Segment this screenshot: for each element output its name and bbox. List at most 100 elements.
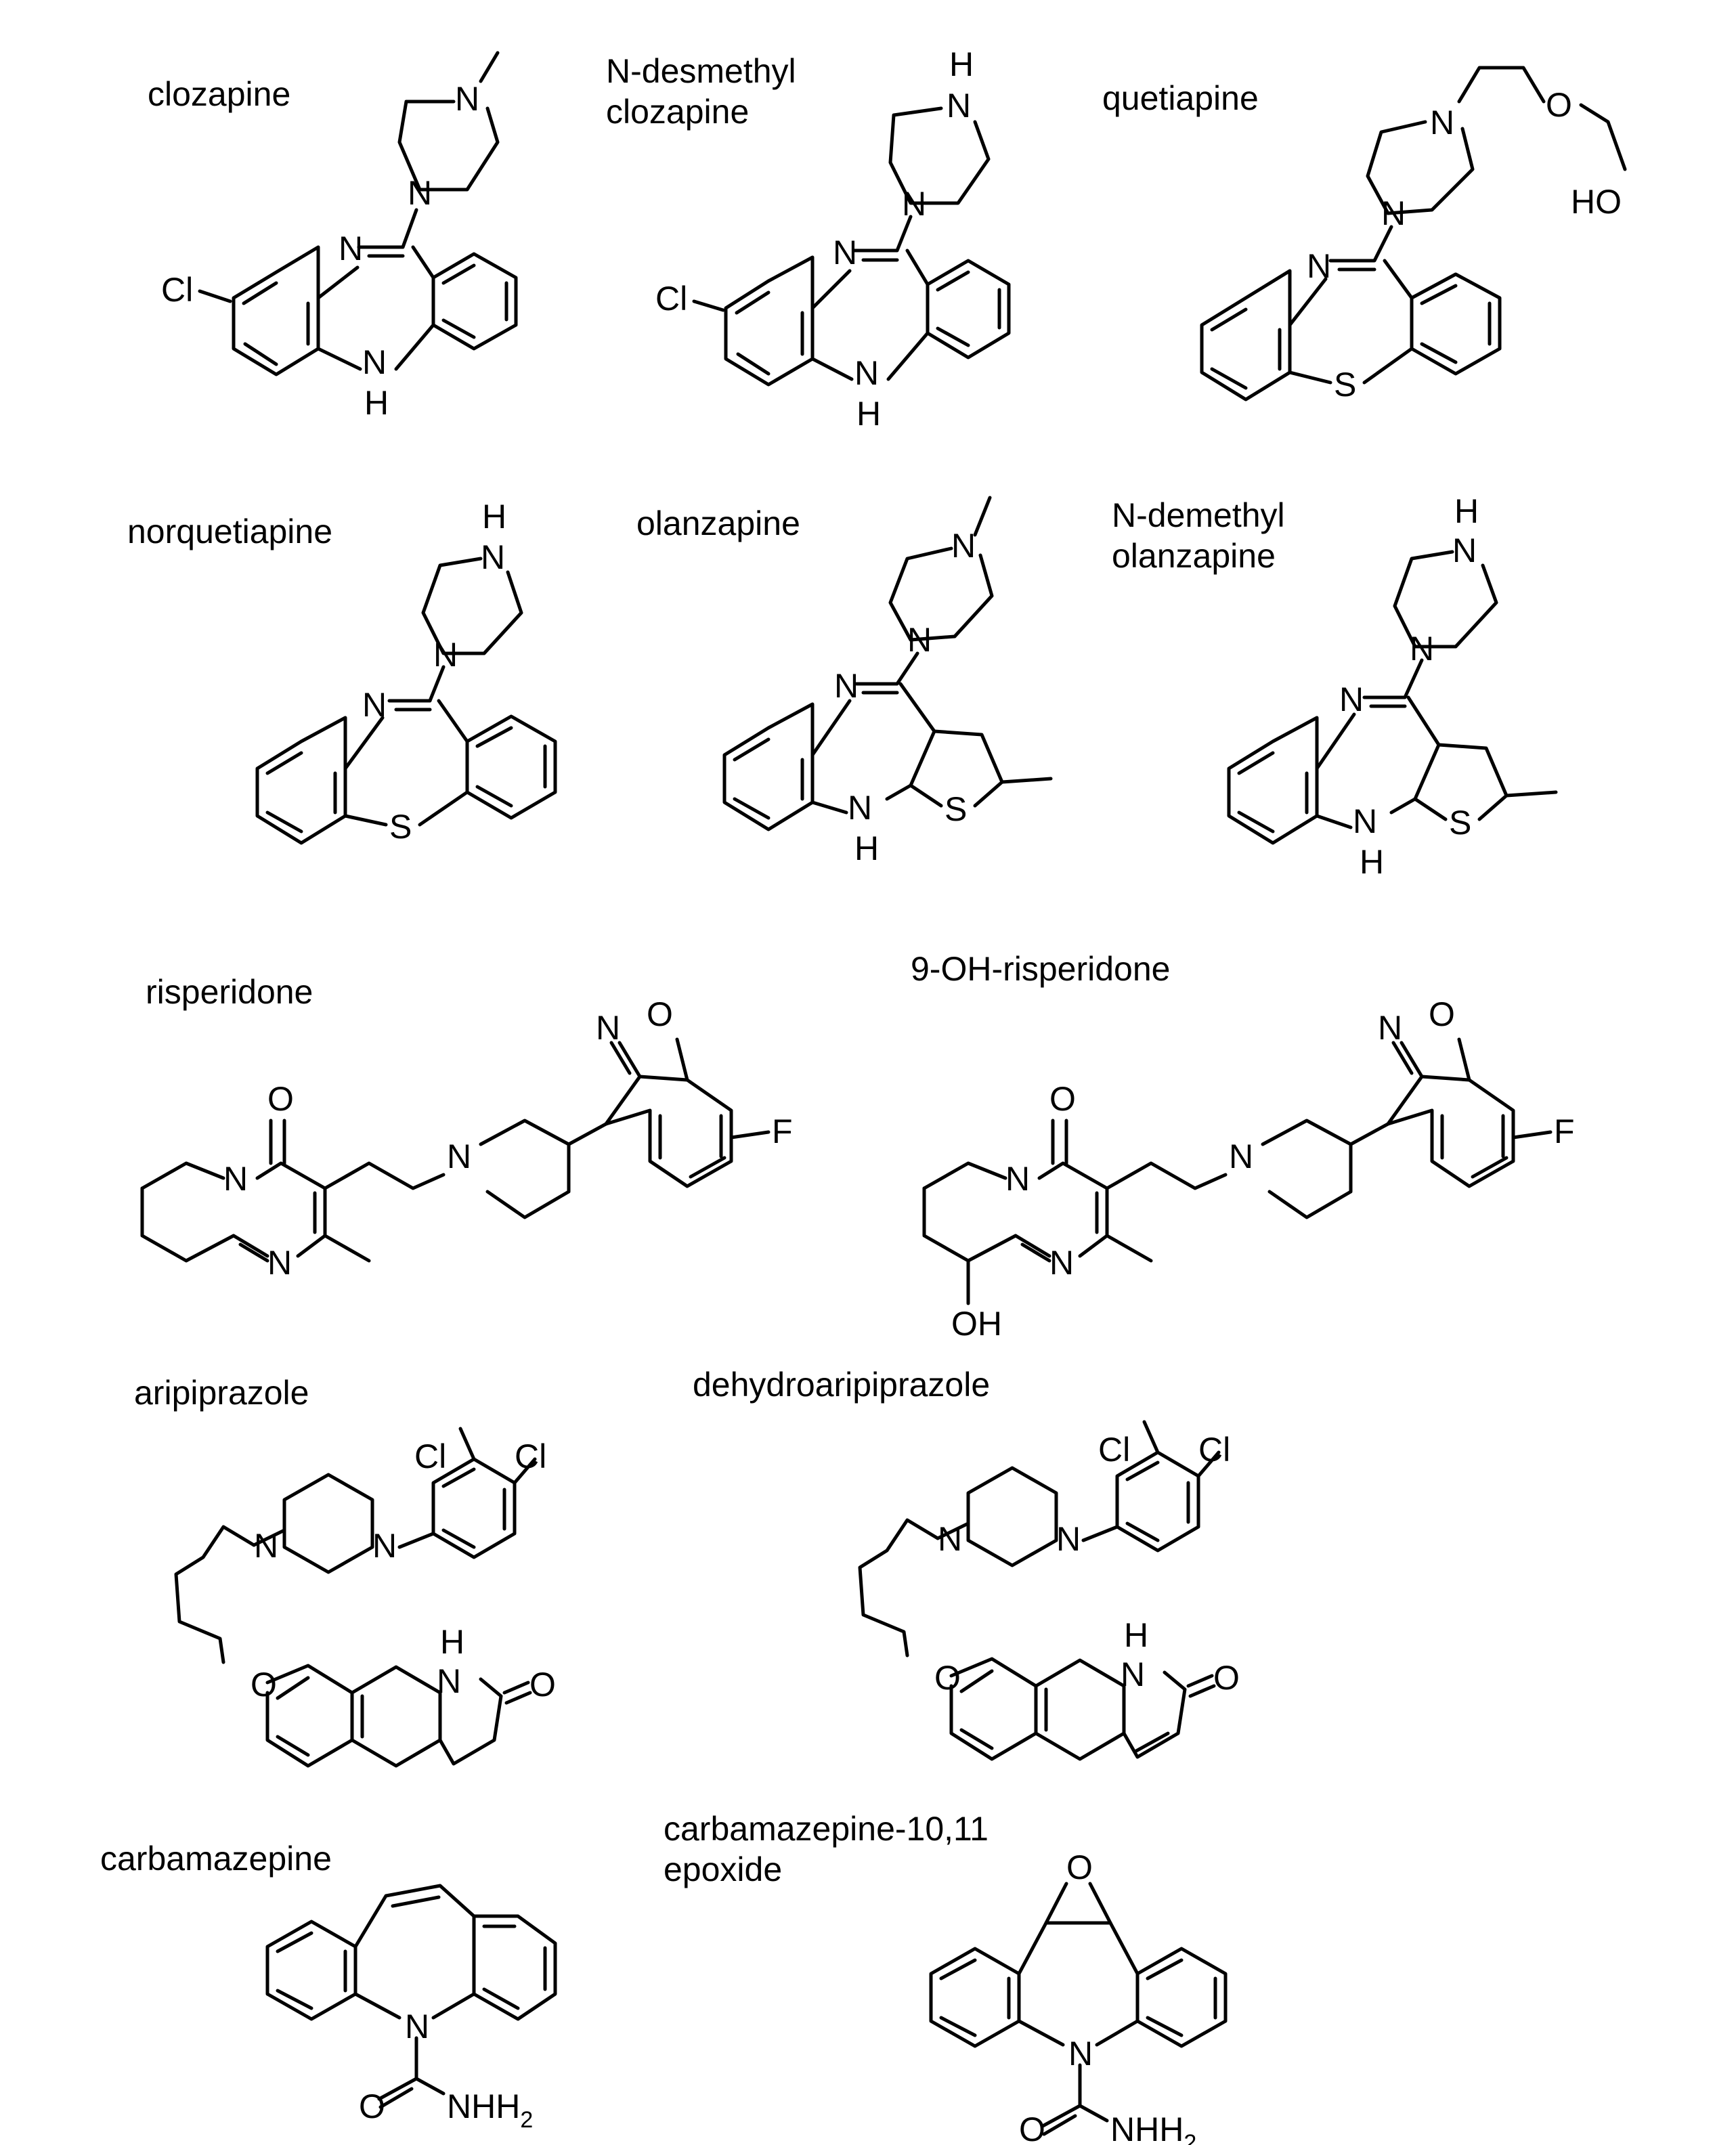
atom-n-piperazine: N bbox=[907, 621, 932, 659]
atom-h-top: H bbox=[482, 498, 506, 536]
caption-n-desmethyl-clozapine-line2: clozapine bbox=[606, 93, 749, 131]
caption-norquetiapine: norquetiapine bbox=[127, 513, 332, 550]
structure-norquetiapine: H N N N S bbox=[255, 498, 557, 846]
atom-cl: Cl bbox=[161, 271, 193, 309]
atom-n-pyrimidine: N bbox=[1049, 1244, 1074, 1282]
atom-n-imine: N bbox=[834, 667, 859, 705]
atom-o-isoxazole: O bbox=[647, 995, 673, 1033]
structure-9-oh-risperidone: O N N OH N N O F bbox=[922, 995, 1575, 1343]
atom-nh: N bbox=[854, 354, 879, 392]
atom-o-isoxazole: O bbox=[1429, 995, 1455, 1033]
atom-nh: N bbox=[1353, 802, 1377, 840]
atom-n-imine: N bbox=[833, 234, 857, 272]
atom-n-isoxazole: N bbox=[596, 1009, 620, 1047]
atom-s: S bbox=[1449, 804, 1471, 842]
atom-nh-piperazine: N bbox=[481, 538, 505, 576]
atom-n-piperazine-left: N bbox=[254, 1527, 278, 1565]
atom-s: S bbox=[389, 808, 412, 846]
atom-h: H bbox=[856, 395, 881, 433]
atom-nh2-subscript: 2 bbox=[520, 2107, 533, 2133]
structure-dehydroaripiprazole: Cl Cl N N O H N O bbox=[858, 1420, 1240, 1761]
atom-n-methyl: N bbox=[951, 527, 976, 565]
atom-n-piperazine: N bbox=[408, 174, 432, 212]
atom-o-ether: O bbox=[251, 1666, 277, 1704]
atom-h: H bbox=[854, 829, 879, 867]
atom-o-ether: O bbox=[1546, 86, 1572, 124]
caption-carbamazepine-epoxide-line1: carbamazepine-10,11 bbox=[664, 1810, 989, 1848]
atom-n-bridge: N bbox=[223, 1160, 248, 1198]
structure-n-demethyl-olanzapine: H N N N N H S bbox=[1227, 492, 1558, 881]
atom-nh2: NHH2 bbox=[447, 2087, 533, 2133]
atom-n-pyrimidine: N bbox=[267, 1244, 292, 1282]
atom-h-lactam: H bbox=[440, 1623, 464, 1661]
atom-h-top: H bbox=[949, 45, 974, 83]
atom-n-lower: N bbox=[1381, 194, 1406, 232]
atom-n-imine: N bbox=[1307, 247, 1331, 285]
atom-nh2-subscript: 2 bbox=[1184, 2130, 1196, 2145]
atom-cl-2: Cl bbox=[515, 1437, 546, 1475]
atom-n-upper: N bbox=[1430, 104, 1454, 142]
atom-o-amide: O bbox=[359, 2087, 385, 2125]
structure-risperidone: O N N N N O F bbox=[140, 995, 793, 1282]
atom-f: F bbox=[772, 1112, 793, 1150]
atom-n-imine: N bbox=[339, 230, 363, 267]
atom-n-piperidine: N bbox=[447, 1138, 471, 1175]
atom-n-imine: N bbox=[1339, 680, 1364, 718]
atom-o-epoxide: O bbox=[1066, 1848, 1093, 1886]
atom-cl-2: Cl bbox=[1198, 1431, 1230, 1469]
atom-n-isoxazole: N bbox=[1378, 1009, 1402, 1047]
atom-ho: HO bbox=[1571, 183, 1622, 221]
structure-carbamazepine: N O NHH2 bbox=[265, 1884, 557, 2133]
atom-cl-1: Cl bbox=[414, 1437, 446, 1475]
atom-nh-lactam: N bbox=[1121, 1655, 1145, 1693]
caption-clozapine: clozapine bbox=[148, 75, 290, 113]
caption-9-oh-risperidone: 9-OH-risperidone bbox=[911, 950, 1170, 988]
atom-o-carbonyl: O bbox=[267, 1080, 294, 1118]
structure-clozapine: N N N N H Cl bbox=[161, 51, 518, 422]
atom-n-imine: N bbox=[362, 686, 387, 724]
structure-quetiapine: N O HO N N S bbox=[1200, 66, 1627, 404]
atom-cl: Cl bbox=[655, 280, 687, 318]
caption-quetiapine: quetiapine bbox=[1102, 79, 1259, 117]
atom-h: H bbox=[364, 384, 389, 422]
atom-n-ring: N bbox=[1068, 2035, 1093, 2073]
atom-n-piperazine-left: N bbox=[938, 1520, 962, 1558]
atom-n-piperazine: N bbox=[902, 185, 926, 223]
atom-nh2-base: NHH bbox=[447, 2087, 520, 2125]
caption-dehydroaripiprazole: dehydroaripiprazole bbox=[693, 1366, 990, 1404]
caption-n-demethyl-olanzapine-line1: N-demethyl bbox=[1112, 496, 1285, 534]
structure-aripiprazole: Cl Cl N N O H N O bbox=[174, 1427, 556, 1768]
atom-o-amide: O bbox=[1019, 2110, 1045, 2145]
atom-n-piperazine-right: N bbox=[1056, 1520, 1081, 1558]
atom-f: F bbox=[1554, 1112, 1575, 1150]
atom-h-lactam: H bbox=[1124, 1616, 1148, 1654]
caption-aripiprazole: aripiprazole bbox=[134, 1374, 309, 1412]
caption-n-demethyl-olanzapine-line2: olanzapine bbox=[1112, 537, 1276, 575]
atom-nh2-base: NHH bbox=[1110, 2110, 1184, 2145]
atom-n-piperazine: N bbox=[433, 636, 458, 674]
atom-n-ring: N bbox=[405, 2008, 429, 2045]
atom-n-methyl: N bbox=[455, 80, 479, 118]
atom-o-carbonyl: O bbox=[1049, 1080, 1076, 1118]
atom-oh: OH bbox=[951, 1305, 1002, 1343]
atom-nh: N bbox=[848, 789, 872, 827]
atom-o-carbonyl: O bbox=[1213, 1659, 1240, 1697]
atom-nh2: NHH2 bbox=[1110, 2110, 1196, 2145]
atom-cl-1: Cl bbox=[1098, 1431, 1130, 1469]
atom-nh-piperazine: N bbox=[1452, 532, 1477, 569]
atom-s: S bbox=[945, 790, 967, 828]
caption-carbamazepine: carbamazepine bbox=[100, 1840, 332, 1878]
atom-n-piperazine-right: N bbox=[372, 1527, 397, 1565]
atom-n-bridge: N bbox=[1005, 1160, 1030, 1198]
structure-n-desmethyl-clozapine: H N N N N H Cl bbox=[655, 45, 1011, 433]
structure-olanzapine: N N N N H S bbox=[722, 496, 1053, 867]
atom-s: S bbox=[1334, 366, 1356, 404]
caption-olanzapine: olanzapine bbox=[636, 504, 800, 542]
atom-nh-lactam: N bbox=[437, 1662, 461, 1700]
structure-carbamazepine-epoxide: O N O NHH2 bbox=[929, 1848, 1228, 2145]
atom-o-ether: O bbox=[934, 1659, 961, 1697]
atom-o-carbonyl: O bbox=[529, 1666, 556, 1704]
caption-n-desmethyl-clozapine-line1: N-desmethyl bbox=[606, 52, 796, 90]
caption-carbamazepine-epoxide-line2: epoxide bbox=[664, 1850, 782, 1888]
atom-h-top: H bbox=[1454, 492, 1479, 530]
